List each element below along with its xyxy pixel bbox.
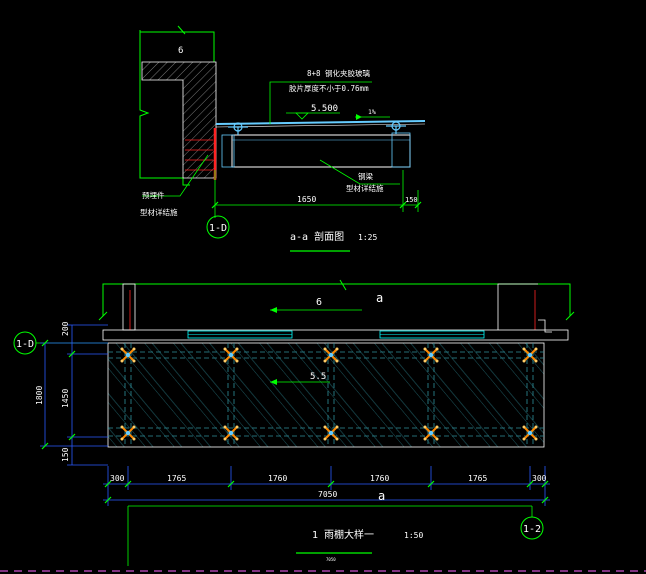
plan-dim-total: 7050 xyxy=(318,490,337,499)
section-dim-1650: 1650 xyxy=(297,195,316,204)
section-dim-line xyxy=(211,170,422,212)
plan-axis-right-bubble xyxy=(520,516,544,540)
parapet-outline xyxy=(140,31,215,62)
plan-title: 1 雨棚大样一 xyxy=(312,528,374,541)
section-title: a-a 剖面图 xyxy=(290,230,344,243)
section-scale: 1:25 xyxy=(358,233,377,242)
plan-dim-seg-1: 1765 xyxy=(167,474,186,483)
plan-left-dims xyxy=(40,324,108,466)
section-dim-6: 6 xyxy=(178,46,183,56)
embed-note-leader xyxy=(142,154,209,197)
section-axis-bubble xyxy=(206,215,230,239)
section-elev: 5.500 xyxy=(311,104,338,114)
wall-outline xyxy=(139,30,190,186)
plan-dim-seg-4: 1765 xyxy=(468,474,487,483)
embed-note-1: 预埋件 xyxy=(142,190,165,200)
plan-dim-200: 200 xyxy=(61,321,70,336)
plan-dim-1800: 1800 xyxy=(35,386,44,405)
section-spider-left xyxy=(228,122,248,135)
plan-parapet-outline xyxy=(102,283,571,316)
plan-axis-right-label: 1-2 xyxy=(523,524,541,535)
plan-dim-6: 6 xyxy=(316,297,322,308)
glass-note-2: 胶片厚度不小于0.76mm xyxy=(289,83,369,93)
plan-wall-strip xyxy=(102,329,569,341)
concrete-hatch xyxy=(141,61,217,179)
plan-dim-seg-3: 1760 xyxy=(370,474,389,483)
glass-plate xyxy=(215,120,426,125)
plan-dim-seg-2: 1760 xyxy=(268,474,287,483)
plan-scale: 1:50 xyxy=(404,531,423,540)
plan-dim-seg-0: 300 xyxy=(110,474,125,483)
section-slope: 1% xyxy=(368,108,376,116)
plan-tiny-note: 7050 xyxy=(326,557,336,562)
glass-note-leader xyxy=(269,81,372,124)
plan-axis-left-label: 1-D xyxy=(16,339,34,350)
beam-note-2: 型材详结施 xyxy=(346,183,384,193)
section-view: 6 8+8 钢化夹胶玻璃 胶片厚度不小于0.76mm 5.500 1% xyxy=(139,25,426,252)
plan-dim-seg-5: 300 xyxy=(532,474,547,483)
plan-bottom-dims: 300 1765 1760 1760 1765 300 7050 xyxy=(103,466,550,506)
plan-dim-1450: 1450 xyxy=(61,389,70,408)
plan-elev: 5.5 xyxy=(310,372,326,382)
embed-note-2: 型材详结施 xyxy=(140,207,178,217)
section-axis-label: 1-D xyxy=(209,223,227,234)
beam-note-leader xyxy=(319,159,400,185)
plan-cut-a-bottom: a xyxy=(378,489,385,503)
plan-dim-150: 150 xyxy=(61,447,70,462)
section-spider-right xyxy=(386,121,406,134)
plan-windows xyxy=(187,330,485,339)
beam-note-1: 钢梁 xyxy=(358,171,373,181)
plan-cut-a: a xyxy=(376,291,383,305)
plan-beams xyxy=(108,343,544,447)
glass-note-1: 8+8 钢化夹胶玻璃 xyxy=(307,68,371,78)
section-dim-150: 150 xyxy=(405,196,418,204)
plan-view: 6 a xyxy=(0,279,646,572)
